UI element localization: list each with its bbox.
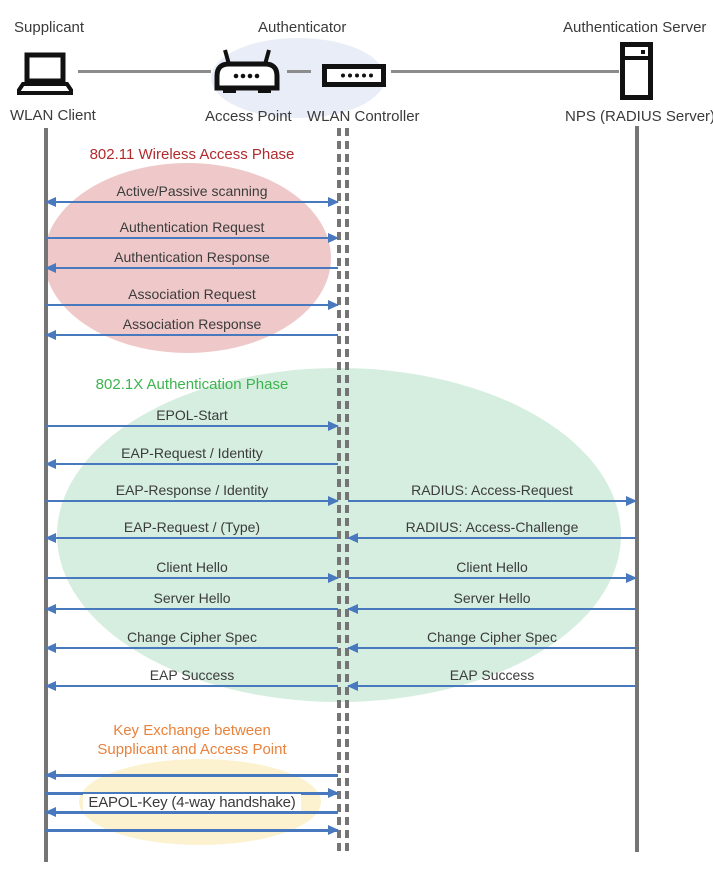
arrow-client-hello-right: [348, 576, 636, 579]
arrow-active-passive-scanning: [46, 200, 338, 203]
lifeline-dashed-right: [345, 128, 349, 854]
arrow-handshake-2: [46, 792, 338, 795]
arrow-server-hello-left: [46, 607, 338, 610]
arrow-authentication-request: [46, 236, 338, 239]
arrow-radius-access-request: [348, 499, 636, 502]
msg-change-cipher-spec-right: Change Cipher Spec: [348, 629, 636, 649]
access-point-icon: [214, 48, 280, 99]
device-label-wlan-controller: WLAN Controller: [307, 108, 420, 125]
role-label-supplicant: Supplicant: [14, 19, 85, 36]
msg-server-hello-left: Server Hello: [46, 590, 338, 610]
msg-client-hello-right: Client Hello: [348, 559, 636, 579]
arrow-eap-request-identity: [46, 462, 338, 465]
device-label-access-point: Access Point: [205, 108, 292, 125]
arrow-association-request: [46, 303, 338, 306]
msg-change-cipher-spec-left: Change Cipher Spec: [46, 629, 338, 649]
msg-server-hello-right: Server Hello: [348, 590, 636, 610]
msg-authentication-request: Authentication Request: [46, 219, 338, 239]
msg-association-response: Association Response: [46, 316, 338, 336]
arrow-change-cipher-spec-left: [46, 646, 338, 649]
msg-active-passive-scanning: Active/Passive scanning: [46, 183, 338, 203]
arrow-server-hello-right: [348, 607, 636, 610]
arrow-eap-response-identity: [46, 499, 338, 502]
device-label-wlan-client: WLAN Client: [10, 107, 96, 124]
arrow-handshake-4: [46, 829, 338, 832]
lifeline-wlan-client: [44, 128, 48, 862]
lifeline-dashed-left: [337, 128, 341, 854]
phase-title-key-exchange-line2: Supplicant and Access Point: [97, 741, 287, 758]
connector-client-ap: [78, 70, 211, 73]
arrow-client-hello-left: [46, 576, 338, 579]
msg-eap-success-left: EAP Success: [46, 667, 338, 687]
phase-80211-ellipse: [44, 163, 331, 353]
connector-ap-controller: [287, 70, 311, 73]
arrow-epol-start: [46, 424, 338, 427]
msg-association-request: Association Request: [46, 286, 338, 306]
msg-eap-request-type: EAP-Request / (Type): [46, 519, 338, 539]
arrow-authentication-response: [46, 266, 338, 269]
arrow-handshake-1: [46, 774, 338, 777]
msg-radius-access-challenge: RADIUS: Access-Challenge: [348, 519, 636, 539]
msg-eap-response-identity: EAP-Response / Identity: [46, 482, 338, 502]
msg-eap-success-right: EAP Success: [348, 667, 636, 687]
role-label-authenticator: Authenticator: [258, 19, 347, 36]
msg-eap-request-identity: EAP-Request / Identity: [46, 445, 338, 465]
laptop-icon: [13, 52, 77, 101]
arrow-association-response: [46, 333, 338, 336]
msg-authentication-response: Authentication Response: [46, 249, 338, 269]
phase-title-key-exchange-line1: Key Exchange between: [113, 722, 271, 739]
connector-controller-server: [391, 70, 619, 73]
arrow-eap-request-type: [46, 536, 338, 539]
msg-epol-start: EPOL-Start: [46, 407, 338, 427]
arrow-eap-success-left: [46, 684, 338, 687]
eapol-key-label: EAPOL-Key (4-way handshake): [46, 794, 338, 812]
wlan-controller-icon: [322, 64, 386, 92]
arrow-handshake-3: [46, 811, 338, 814]
arrow-change-cipher-spec-right: [348, 646, 636, 649]
device-label-nps-radius-server: NPS (RADIUS Server): [565, 108, 713, 125]
msg-client-hello-left: Client Hello: [46, 559, 338, 579]
phase-title-8021x: 802.1X Authentication Phase: [95, 376, 289, 393]
server-icon: [620, 42, 653, 105]
arrow-radius-access-challenge: [348, 536, 636, 539]
phase-title-key-exchange: Key Exchange between Supplicant and Acce…: [46, 721, 338, 759]
msg-radius-access-request: RADIUS: Access-Request: [348, 482, 636, 502]
lifeline-nps-server: [635, 126, 639, 852]
arrow-eap-success-right: [348, 684, 636, 687]
phase-title-80211: 802.11 Wireless Access Phase: [89, 146, 295, 163]
role-label-authentication-server: Authentication Server: [563, 19, 707, 36]
